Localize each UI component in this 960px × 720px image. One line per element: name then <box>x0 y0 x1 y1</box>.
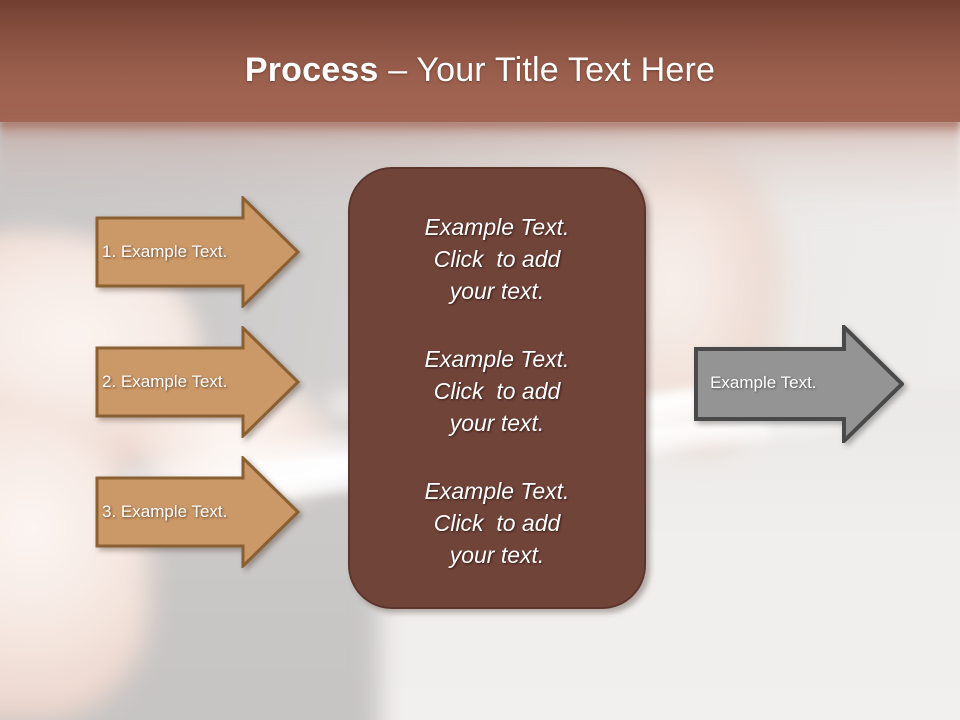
process-text-block-3: Example Text. Click to add your text. <box>381 475 613 571</box>
title-bar <box>0 0 960 122</box>
process-text-block-3-line1: Example Text. <box>424 478 570 504</box>
arrow-right-shape-icon <box>95 326 300 438</box>
process-text-block-2-line2: Click to add <box>433 378 561 404</box>
process-text-block-1: Example Text. Click to add your text. <box>381 211 613 307</box>
process-text-block-1-line1: Example Text. <box>424 214 570 240</box>
process-text-block-1-line3: your text. <box>449 278 545 304</box>
page-title-strong: Process <box>244 51 379 89</box>
arrow-right-shape-icon <box>95 456 300 568</box>
process-text-block-1-line2: Click to add <box>433 246 561 272</box>
arrow-right-shape-icon <box>95 196 300 308</box>
page-title-light: – Your Title Text Here <box>378 51 716 89</box>
process-box[interactable]: Example Text. Click to add your text. Ex… <box>348 167 646 609</box>
output-arrow[interactable]: Example Text. <box>694 322 905 446</box>
input-arrow-3[interactable]: 3. Example Text. <box>95 456 300 568</box>
process-text-block-3-line2: Click to add <box>433 510 561 536</box>
arrow-right-shape-icon <box>694 322 905 446</box>
process-text-block-3-line3: your text. <box>449 542 545 568</box>
page-title: Process – Your Title Text Here <box>0 50 960 90</box>
process-text-block-2: Example Text. Click to add your text. <box>381 343 613 439</box>
input-arrow-1[interactable]: 1. Example Text. <box>95 196 300 308</box>
input-arrow-2[interactable]: 2. Example Text. <box>95 326 300 438</box>
process-text-block-2-line3: your text. <box>449 410 545 436</box>
process-text-block-2-line1: Example Text. <box>424 346 570 372</box>
